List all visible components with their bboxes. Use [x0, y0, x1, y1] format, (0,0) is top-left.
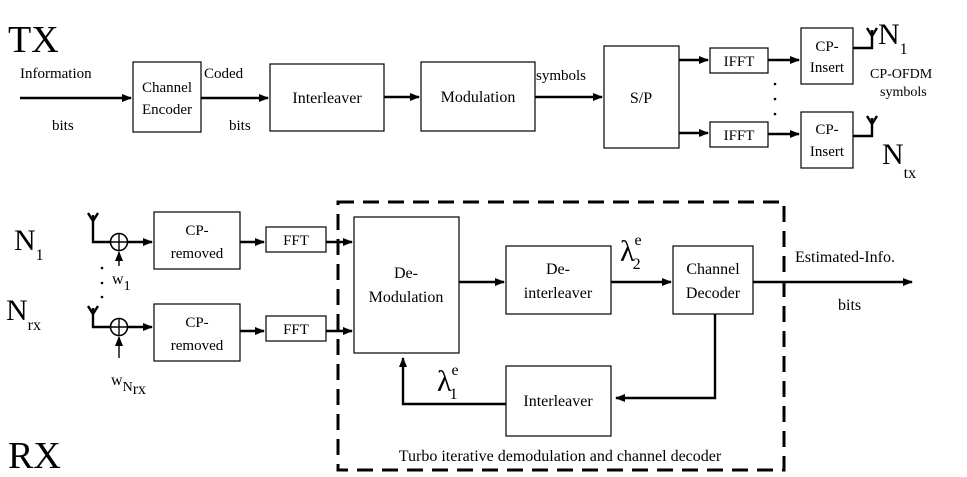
turbo-caption: Turbo iterative demodulation and channel… — [399, 448, 722, 465]
coded-bits-label: bits — [229, 118, 251, 134]
cp-insert-1-label-1: CP- — [815, 39, 838, 55]
ifft1-block — [709, 47, 769, 74]
cp-ofdm-symbols-label: symbols — [880, 85, 927, 100]
rx-nrx-label: Nrx — [6, 294, 41, 334]
channel-encoder-label-2: Encoder — [142, 102, 192, 118]
cp-insert-2-label-1: CP- — [815, 122, 838, 138]
demodulation-label-2: Modulation — [369, 289, 444, 306]
cp-ofdm-label: CP-OFDM — [870, 67, 933, 82]
ifft2-label: IFFT — [724, 128, 755, 144]
tx-interleaver-block — [269, 63, 385, 132]
tx-n1-label: N1 — [878, 18, 908, 58]
channel-encoder-label-1: Channel — [142, 80, 192, 96]
information-label: Information — [20, 66, 92, 82]
cp-insert-2-label-2: Insert — [810, 144, 845, 160]
w1-label: w1 — [112, 271, 131, 294]
cp-removed-2-label-1: CP- — [185, 315, 208, 331]
tx-interleaver-label: Interleaver — [292, 90, 362, 107]
ifft1-label: IFFT — [724, 54, 755, 70]
info-bits-label: bits — [52, 118, 74, 134]
coded-label: Coded — [204, 66, 244, 82]
demodulation-label-1: De- — [394, 265, 418, 282]
tx-ntx-label: Ntx — [882, 138, 916, 182]
rx-interleaver-label: Interleaver — [523, 393, 593, 410]
rx-dot-1 — [100, 266, 104, 270]
rx-dot-3 — [100, 295, 104, 299]
cp-insert-1-block — [800, 27, 854, 85]
ifft-dot-2 — [773, 97, 777, 101]
ifft-dot-3 — [773, 112, 777, 116]
fft2-block — [265, 315, 327, 342]
channel-encoder-block — [132, 61, 202, 133]
rx-antenna-1-feed — [91, 215, 111, 244]
rx-dot-2 — [100, 281, 104, 285]
rx-title: RX — [8, 435, 61, 477]
cp-removed-1-label-1: CP- — [185, 223, 208, 239]
modulation-label: Modulation — [441, 89, 516, 106]
fft1-block — [265, 226, 327, 253]
channel-decoder-label-1: Channel — [686, 261, 740, 278]
symbols-label: symbols — [536, 68, 586, 84]
channel-decoder-label-2: Decoder — [686, 285, 741, 302]
cp-removed-2-block — [153, 303, 241, 362]
deinterleaver-label-2: interleaver — [524, 285, 593, 302]
interleaver-demod-arrow — [399, 357, 506, 406]
cp-removed-2-label-2: removed — [171, 338, 224, 354]
fft2-label: FFT — [283, 322, 309, 338]
deinterleaver-block — [505, 245, 612, 315]
cp-removed-1-block — [153, 211, 241, 270]
decoder-interleaver-arrow — [615, 314, 717, 402]
ifft-dot-1 — [773, 82, 777, 86]
ifft2-block — [709, 121, 769, 148]
output-bits-label: bits — [838, 297, 861, 314]
cp-removed-1-label-2: removed — [171, 246, 224, 262]
rx-antenna-2-feed — [91, 308, 111, 329]
channel-decoder-block — [672, 245, 754, 315]
estimated-info-label: Estimated-Info. — [795, 249, 895, 266]
sp-label: S/P — [630, 90, 652, 107]
modulation-block — [420, 61, 536, 132]
rx-n1-label: N1 — [14, 224, 44, 264]
fft1-label: FFT — [283, 233, 309, 249]
turbo-dashed-region — [336, 200, 786, 472]
cp-insert-2-block — [800, 111, 854, 169]
wn-label: wNrx — [111, 372, 146, 398]
tx-title: TX — [8, 19, 59, 61]
rx-interleaver-block — [505, 365, 612, 437]
sp-block — [603, 45, 680, 149]
demodulation-block — [353, 216, 460, 354]
deinterleaver-label-1: De- — [546, 261, 570, 278]
tx-antenna-2-icon — [865, 115, 879, 127]
tx-antenna-1-icon — [865, 27, 879, 39]
cp-insert-1-label-2: Insert — [810, 60, 845, 76]
